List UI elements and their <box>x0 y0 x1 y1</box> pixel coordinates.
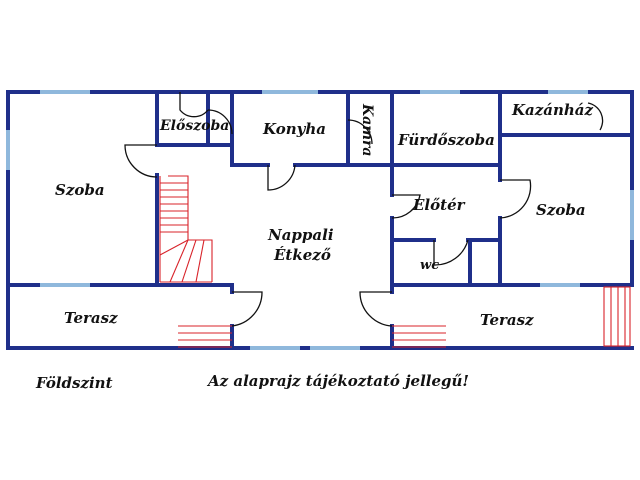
terrace-steps-right <box>603 286 631 347</box>
terrace-steps-left <box>178 325 232 348</box>
disclaimer-note: Az alaprajz tájékoztató jellegű! <box>206 372 469 390</box>
room-label-furdoszoba: Fürdőszoba <box>397 131 495 149</box>
staircase <box>159 175 213 283</box>
room-label-terasz-right: Terasz <box>480 311 534 329</box>
room-label-wc: wc <box>420 258 439 273</box>
room-label-kazanhaz: Kazánház <box>511 101 594 119</box>
room-label-etkezo: Étkező <box>273 246 331 264</box>
walls <box>6 90 634 350</box>
room-label-szoba-right: Szoba <box>536 201 586 219</box>
room-label-terasz-left: Terasz <box>64 309 118 327</box>
room-label-konyha: Konyha <box>262 120 326 138</box>
terrace-steps-middle <box>392 325 446 348</box>
doors <box>124 92 604 327</box>
windows <box>6 90 634 350</box>
room-label-nappali: Nappali <box>267 226 334 244</box>
room-label-eloszoba: Előszoba <box>159 118 229 134</box>
level-label: Földszint <box>35 374 113 392</box>
room-label-szoba-left: Szoba <box>55 181 105 199</box>
room-label-kamra: Kamra <box>359 103 375 157</box>
room-label-eloter: Előtér <box>412 196 466 214</box>
